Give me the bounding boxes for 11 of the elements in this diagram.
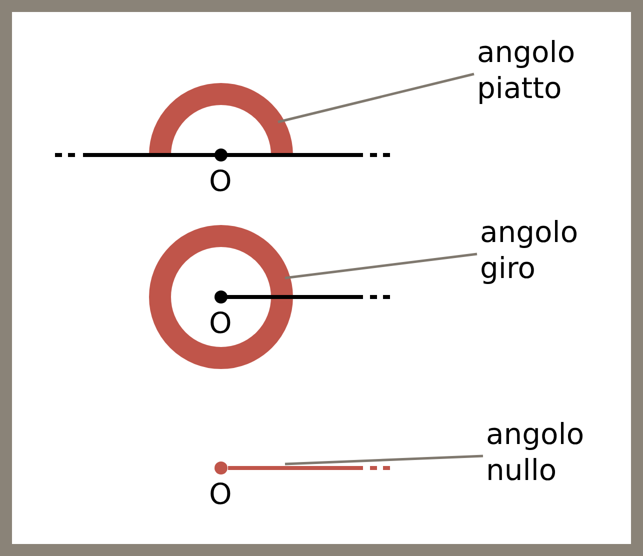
leader-line: [284, 252, 478, 280]
straight-angle-arc: [149, 83, 293, 156]
vertex-label: O: [209, 308, 232, 338]
leader-line: [278, 72, 474, 124]
angle-label: angolo piatto: [477, 34, 602, 106]
vertex-label: O: [209, 166, 232, 196]
full-angle-ring: [149, 225, 293, 369]
angle-label: angolo giro: [480, 214, 605, 286]
vertex-label: O: [209, 479, 232, 509]
leader-line: [284, 454, 484, 466]
angle-label: angolo nullo: [486, 416, 611, 488]
